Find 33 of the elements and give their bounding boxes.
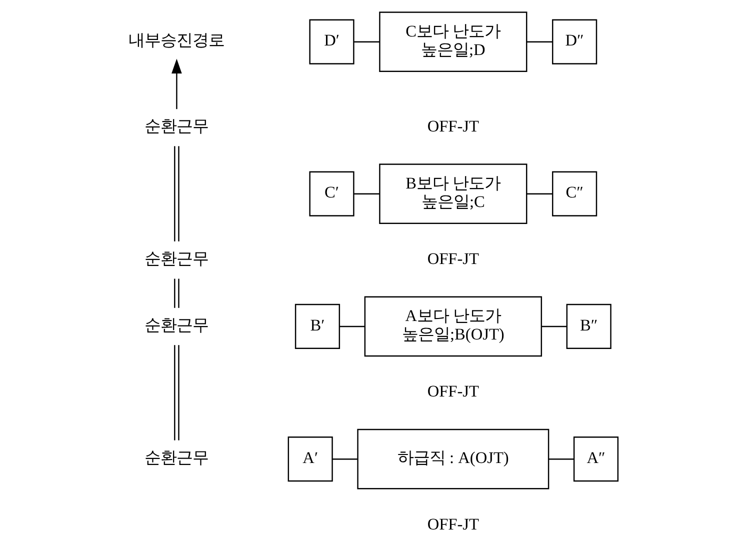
connector — [540, 326, 566, 328]
node-box: A′ — [287, 436, 332, 482]
node-box: A보다 난도가 높은일;B(OJT) — [364, 296, 542, 357]
connector — [174, 146, 179, 242]
node-box: D″ — [552, 19, 597, 64]
node-label: OFF-JT — [426, 514, 478, 534]
connector — [174, 278, 179, 308]
node-text: 순환근무 — [144, 315, 208, 334]
node-text: 순환근무 — [144, 249, 208, 268]
node-box: 하급직 : A(OJT) — [356, 428, 549, 490]
node-text: 순환근무 — [144, 448, 208, 467]
node-label: OFF-JT — [426, 249, 478, 268]
connector — [338, 326, 364, 328]
node-box: D′ — [308, 19, 354, 64]
node-box: B′ — [294, 304, 340, 349]
node-box: C″ — [552, 171, 597, 216]
node-text: 내부승진경로 — [128, 30, 224, 50]
node-label: OFF-JT — [426, 382, 478, 401]
connector — [174, 345, 179, 440]
connector — [526, 193, 552, 194]
node-text: 순환근무 — [144, 116, 208, 136]
arrow — [171, 58, 182, 110]
connector — [526, 41, 552, 42]
node-box: C′ — [308, 171, 354, 216]
connector — [354, 41, 380, 42]
connector — [332, 458, 357, 460]
connector — [548, 458, 574, 460]
node-box: B보다 난도가 높은일;C — [378, 164, 527, 224]
node-box: C보다 난도가 높은일;D — [378, 12, 527, 72]
node-box: A″ — [572, 436, 618, 482]
node-label: OFF-JT — [426, 116, 478, 136]
node-box: B″ — [566, 304, 611, 349]
connector — [354, 193, 380, 194]
